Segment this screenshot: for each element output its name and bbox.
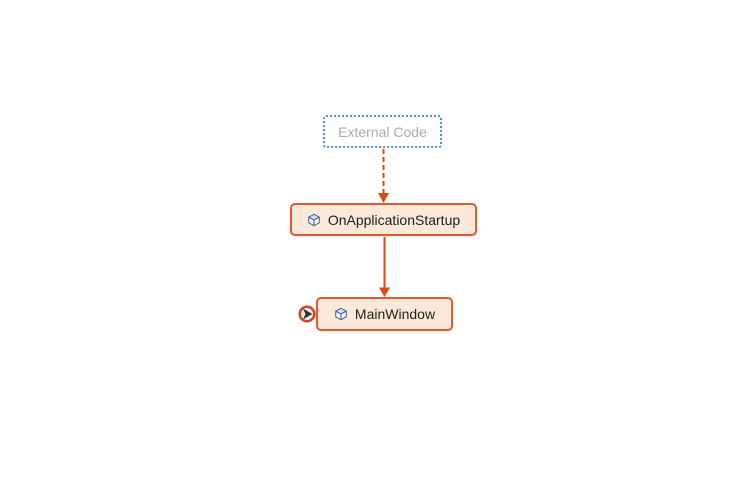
edge-startup-to-mainwindow[interactable] [379,237,390,297]
cube-icon [335,307,347,321]
node-on-application-startup[interactable]: OnApplicationStartup [290,203,477,236]
node-label: MainWindow [354,306,436,322]
arrowhead-icon [378,193,389,203]
node-main-window[interactable]: MainWindow [316,297,453,331]
node-external-code[interactable]: External Code [323,115,442,148]
right-arrow-icon [302,308,313,320]
edge-external-to-startup[interactable] [378,149,389,203]
arrowhead-icon [379,287,390,297]
node-label: External Code [338,123,427,140]
cube-icon [308,213,320,226]
incoming-link-badge[interactable] [298,305,316,323]
node-label: OnApplicationStartup [327,211,461,228]
